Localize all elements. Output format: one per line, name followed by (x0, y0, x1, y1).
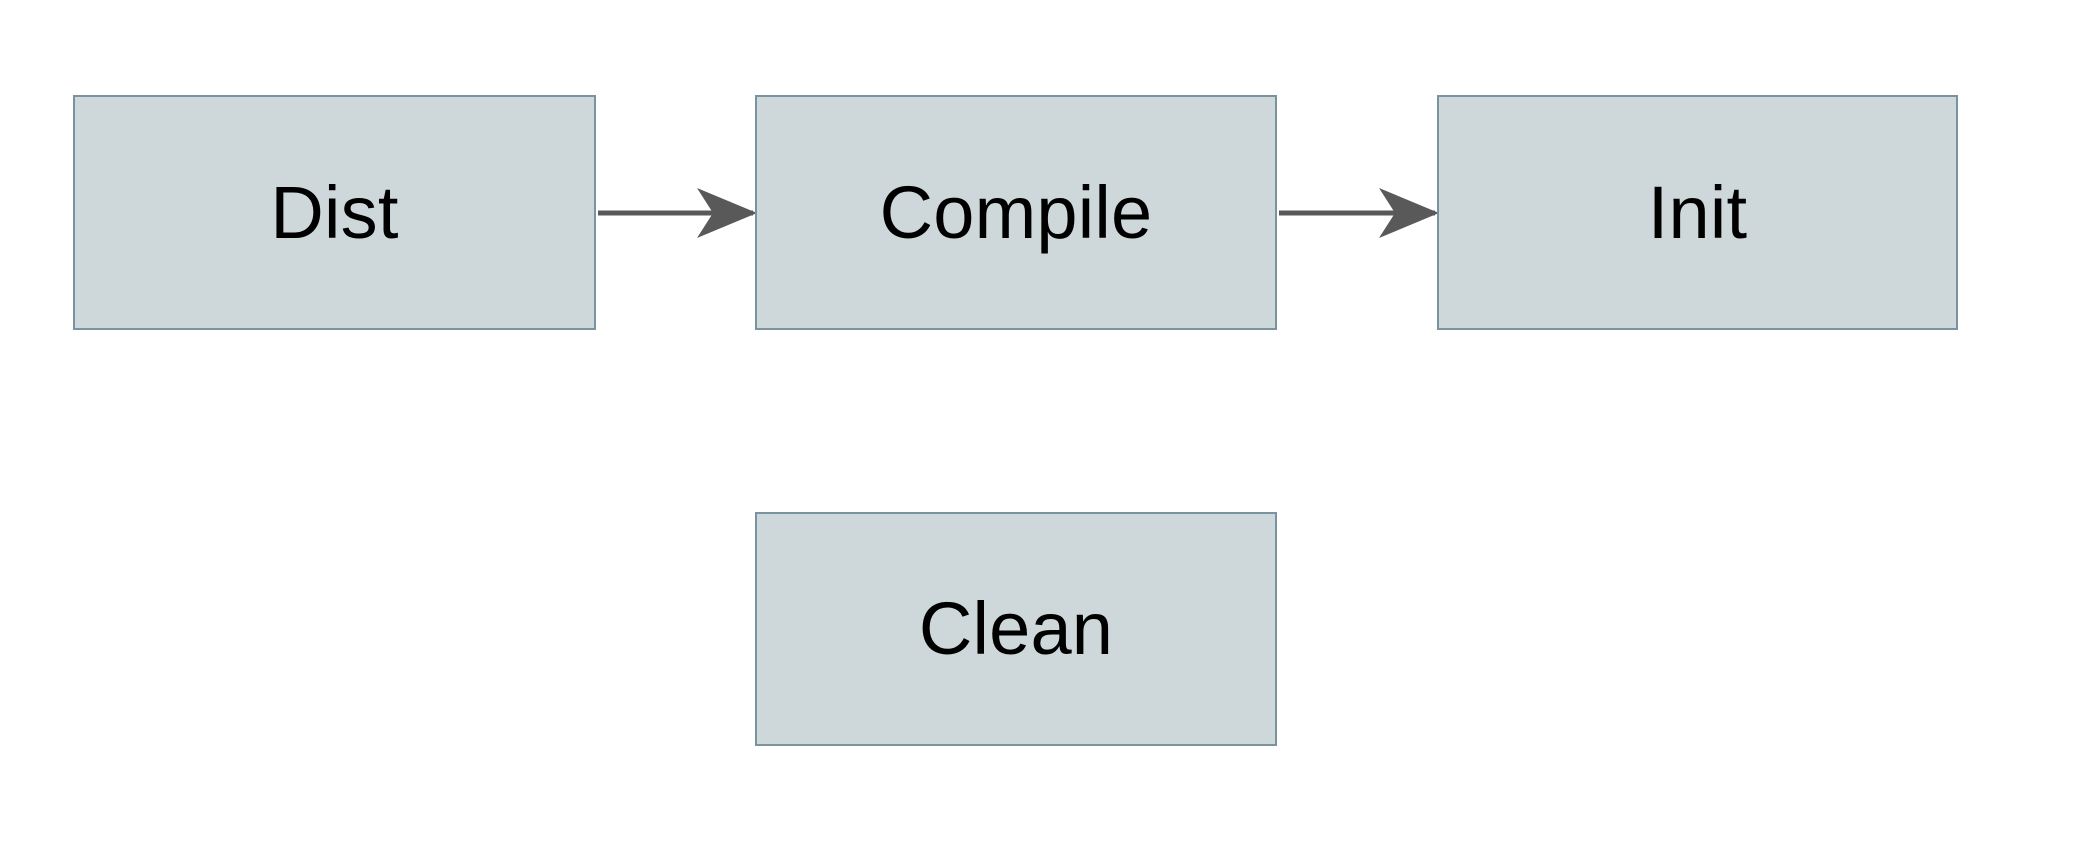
node-label-init: Init (1647, 170, 1748, 254)
node-compile[interactable]: Compile (755, 95, 1277, 330)
node-clean[interactable]: Clean (755, 512, 1277, 746)
node-label-clean: Clean (918, 587, 1114, 670)
node-dist[interactable]: Dist (73, 95, 596, 330)
node-label-compile: Compile (879, 170, 1153, 254)
node-label-dist: Dist (270, 170, 399, 254)
node-init[interactable]: Init (1437, 95, 1958, 330)
